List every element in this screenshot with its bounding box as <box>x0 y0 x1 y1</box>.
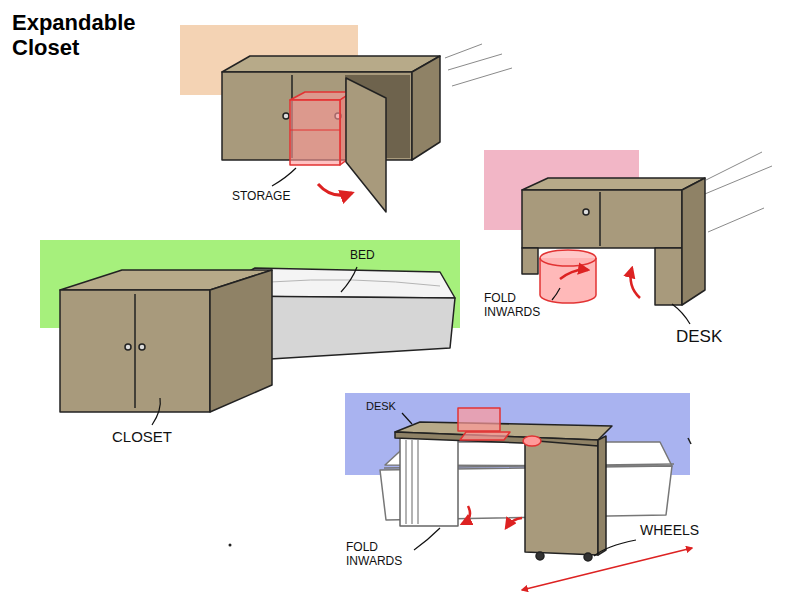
part-label: BED <box>350 249 375 263</box>
action-label: FOLD INWARDS <box>346 541 402 569</box>
title: Expandable Closet <box>12 10 135 61</box>
part-label: STORAGE <box>232 190 290 204</box>
part-label: DESK <box>366 400 396 413</box>
part-label: DESK <box>676 327 722 347</box>
part-label: CLOSET <box>112 428 172 445</box>
desk-over-bed-sketch <box>229 393 693 590</box>
part-label: WHEELS <box>640 522 699 538</box>
action-label: FOLD INWARDS <box>484 292 540 320</box>
desk-sketch <box>484 150 772 324</box>
storage-sketch <box>180 25 512 212</box>
